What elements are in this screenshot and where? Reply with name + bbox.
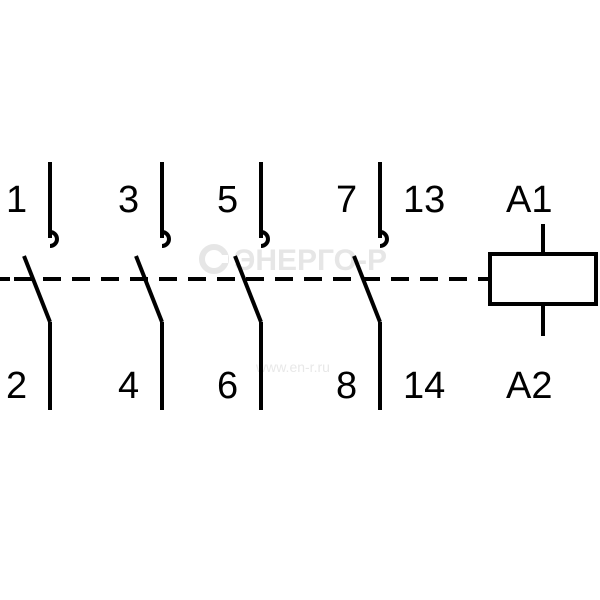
terminal-label-14: 14 (403, 365, 445, 407)
contact-3-4 (134, 162, 171, 410)
watermark: ЭНЕРГО-Р www.en-r.ru (199, 244, 387, 375)
coil-a1-a2 (488, 224, 598, 336)
terminal-label-13: 13 (403, 179, 445, 221)
terminal-label-5: 5 (217, 179, 238, 221)
contact-7-8 (352, 162, 389, 410)
terminal-label-3: 3 (118, 179, 139, 221)
terminal-label-a1: A1 (506, 179, 552, 221)
terminal-label-2: 2 (6, 365, 27, 407)
coil-box (488, 252, 598, 306)
terminal-label-4: 4 (118, 365, 139, 407)
watermark-brand: ЭНЕРГО-Р (234, 244, 387, 277)
terminal-label-1: 1 (6, 179, 27, 221)
terminal-label-6: 6 (217, 365, 238, 407)
terminal-label-8: 8 (336, 365, 357, 407)
watermark-logo-icon (199, 244, 229, 274)
terminal-label-7: 7 (336, 179, 357, 221)
contact-1-2 (22, 162, 59, 410)
terminal-label-a2: A2 (506, 365, 552, 407)
contact-5-6 (233, 162, 270, 410)
watermark-url: www.en-r.ru (255, 359, 330, 375)
